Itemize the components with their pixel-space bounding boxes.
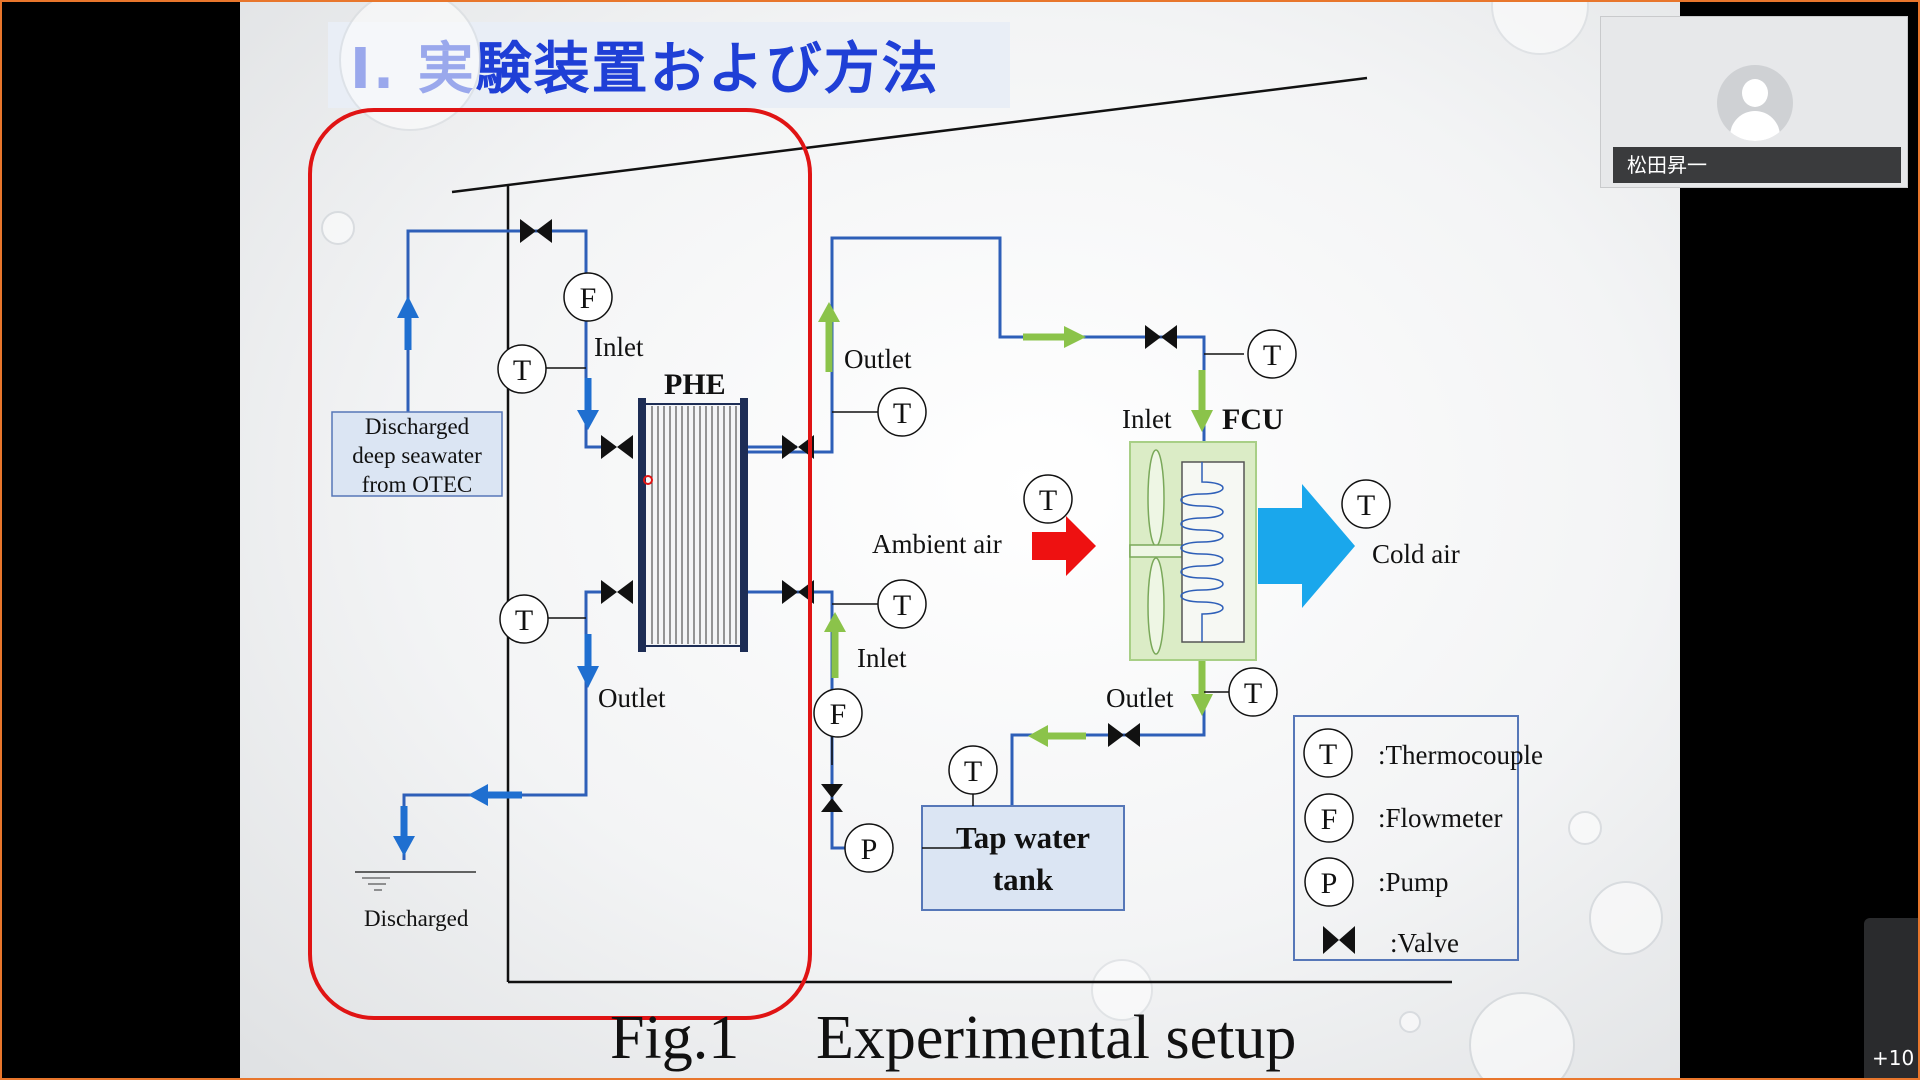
- pump-letter: P: [1321, 867, 1338, 900]
- experimental-setup-diagram: T T T T T T T T T T F F F P P Inlet PHE …: [308, 0, 1663, 1080]
- legend-pump: :Pump: [1378, 867, 1449, 897]
- presentation-slide: I. 実験装置および方法: [240, 0, 1680, 1080]
- flowmeter-letter: F: [580, 282, 597, 315]
- plate-heat-exchanger: [638, 398, 748, 652]
- legend-thermocouple: :Thermocouple: [1378, 740, 1543, 770]
- participant-video-tile[interactable]: 松田昇一: [1600, 16, 1908, 188]
- legend-valve-icon: [1323, 926, 1355, 954]
- legend-flowmeter: :Flowmeter: [1378, 803, 1502, 833]
- freshwater-outlet-label: Outlet: [844, 344, 912, 374]
- fan-coil-unit: [1129, 441, 1257, 661]
- ambient-air-label: Ambient air: [872, 529, 1002, 559]
- discharged-box-line-2: deep seawater: [352, 443, 482, 468]
- cold-air-label: Cold air: [1372, 539, 1460, 569]
- thermocouple-letter: T: [893, 397, 911, 430]
- tank-label-line-1: Tap water: [956, 820, 1090, 855]
- freshwater-inlet-label: Inlet: [857, 643, 907, 673]
- flowmeter-letter: F: [830, 698, 847, 731]
- thermocouple-letter: T: [1263, 339, 1281, 372]
- pump-letter: P: [861, 833, 878, 866]
- more-participants-button[interactable]: +10: [1864, 918, 1920, 1080]
- pump-icon: [844, 823, 1354, 907]
- seawater-flow-arrows: [393, 296, 599, 856]
- flowmeter-letter: F: [1321, 803, 1338, 836]
- thermocouple-letter: T: [1319, 738, 1337, 771]
- thermocouple-letter: T: [964, 755, 982, 788]
- phe-label: PHE: [664, 368, 726, 401]
- phe-outlet-label: Outlet: [598, 683, 666, 713]
- thermocouple-letter: T: [513, 354, 531, 387]
- legend-valve: :Valve: [1390, 928, 1459, 958]
- building-frame: [355, 76, 1452, 984]
- highlight-outline: [308, 108, 812, 1020]
- participant-name: 松田昇一: [1613, 147, 1901, 183]
- thermocouple-letter: T: [1357, 489, 1375, 522]
- cold-air-arrow: [1258, 484, 1355, 608]
- fcu-inlet-label: Inlet: [1122, 404, 1172, 434]
- phe-inlet-label: Inlet: [594, 332, 644, 362]
- ambient-air-arrow: [1032, 516, 1096, 576]
- thermocouple-letter: T: [515, 604, 533, 637]
- freshwater-flow-arrows: [818, 302, 1213, 747]
- discharged-label: Discharged: [364, 906, 469, 931]
- fcu-label: FCU: [1222, 403, 1284, 436]
- thermocouple-icon: [497, 329, 1391, 795]
- more-participants-count: +10: [1872, 1046, 1915, 1070]
- discharged-box-line-3: from OTEC: [362, 472, 473, 497]
- tap-water-tank-box: [921, 805, 1125, 911]
- discharged-source-box: [331, 411, 503, 497]
- figure-caption: Experimental setup: [816, 1004, 1296, 1072]
- droplet-decoration: [321, 0, 1663, 1080]
- avatar-icon: [1717, 65, 1793, 141]
- figure-number: Fig.1: [610, 1004, 739, 1072]
- tank-label-line-2: tank: [993, 862, 1054, 897]
- flowmeter-icon: [563, 272, 1354, 843]
- legend-box: [1293, 715, 1519, 961]
- fcu-outlet-label: Outlet: [1106, 683, 1174, 713]
- thermocouple-letter: T: [1039, 484, 1057, 517]
- thermocouple-letter: T: [893, 589, 911, 622]
- discharged-box-line-1: Discharged: [365, 414, 470, 439]
- thermocouple-letter: T: [1244, 677, 1262, 710]
